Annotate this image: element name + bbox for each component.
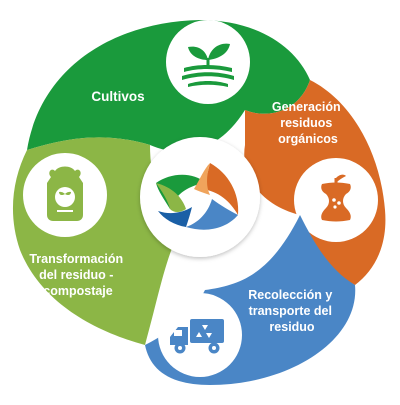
center-circle [140, 137, 260, 257]
sprout-field-icon [182, 43, 234, 87]
recycling-truck-icon [170, 319, 224, 354]
label-recoleccion: Recolección y transporte del residuo [248, 288, 336, 334]
segment-cultivos: Cultivos [27, 20, 310, 152]
label-cultivos: Cultivos [91, 89, 144, 104]
label-generacion: Generación residuos orgánicos [272, 100, 344, 146]
compost-bag-icon [47, 166, 83, 221]
segment-generacion: Generación residuos orgánicos [244, 80, 386, 285]
swirl-cycle-icon [156, 163, 239, 230]
apple-core-icon [321, 174, 351, 222]
segment-recoleccion: Recolección y transporte del residuo [145, 215, 356, 385]
label-transformacion: Transformación del residuo - compostaje [29, 252, 126, 298]
segment-transformacion: Transformación del residuo - compostaje [12, 137, 181, 345]
